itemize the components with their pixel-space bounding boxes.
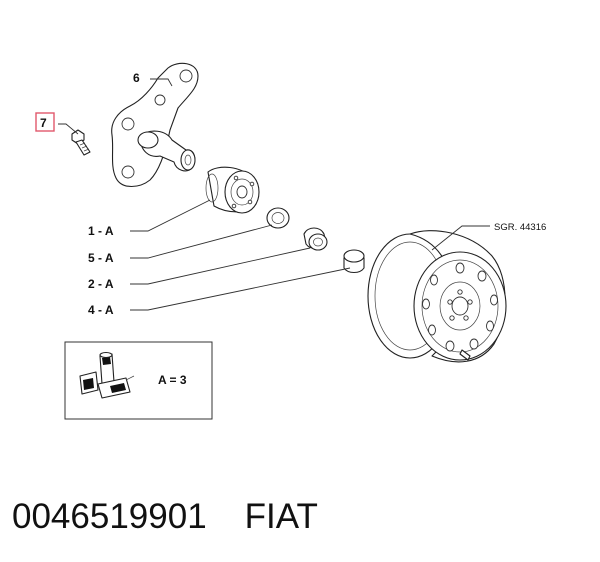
steering-knuckle [111, 62, 199, 188]
footer: 0046519901 FIAT [12, 492, 318, 542]
leader-lines [58, 78, 490, 311]
callout-2-a: 2 - A [88, 277, 114, 291]
legend-box: A = 3 [64, 341, 213, 420]
reference-code: SGR. 44316 [494, 222, 546, 233]
dust-cap [343, 249, 365, 274]
exploded-parts-diagram: 6 7 1 - A 5 - A 2 - A 4 - A SGR. 44316 A… [35, 62, 546, 420]
callout-6: 6 [133, 71, 140, 85]
seal-ring [266, 207, 290, 229]
bolt [71, 129, 91, 156]
callout-1-a: 1 - A [88, 224, 114, 238]
highlight-box [35, 112, 55, 132]
callout-7-highlight: 7 [35, 112, 55, 132]
bearing [303, 227, 328, 251]
wheel-hub [205, 166, 260, 214]
kit-package-icon [79, 351, 135, 399]
wheel-rim [367, 230, 507, 363]
callout-4-a: 4 - A [88, 303, 114, 317]
legend-quantity: A = 3 [158, 373, 187, 387]
brand-name: FIAT [244, 497, 318, 536]
part-number: 0046519901 [12, 497, 207, 536]
callout-5-a: 5 - A [88, 251, 114, 265]
callout-7: 7 [40, 116, 47, 130]
